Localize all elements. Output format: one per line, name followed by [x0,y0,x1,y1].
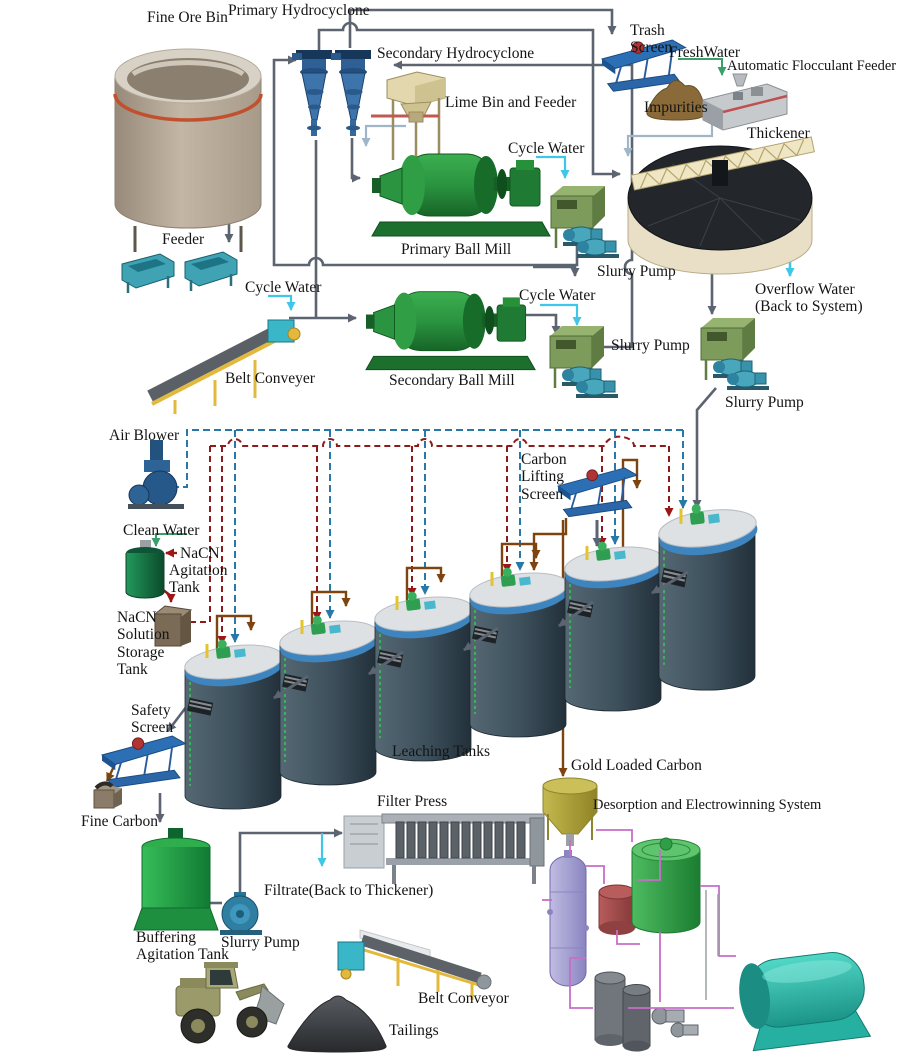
label-primary-ball-mill: Primary Ball Mill [401,241,512,258]
label-belt-conveyer: Belt Conveyer [225,370,315,387]
thickener [627,136,815,275]
desorption-electrowinning-system [542,777,872,1052]
nacn-solution-storage-tank [153,605,193,647]
label-fine-ore-bin: Fine Ore Bin [147,9,228,26]
lime-bin-and-feeder [371,71,446,162]
label-buffering-agitation-tank: Buffering Agitation Tank [136,929,229,964]
label-feeder: Feeder [162,231,205,248]
fine-ore-bin [113,48,263,252]
label-trash-screen: Trash Screen [630,22,673,57]
air-blower [128,440,184,509]
belt-conveyor-bottom [337,929,492,1000]
fine-carbon-box [93,781,122,809]
nacn-agitation-tank [125,540,165,599]
label-tailings: Tailings [389,1022,439,1039]
label-slurry-pump-thickener: Slurry Pump [725,394,804,411]
reagent-water-lines [151,58,795,867]
impurities-pile [646,80,706,121]
label-agitation-tank: Agitation Tank [169,562,228,597]
label-clean-water: Clean Water [123,522,200,539]
label-slurry-pump-mid: Slurry Pump [611,337,690,354]
label-automatic-flocculant-feeder: Automatic Flocculant Feeder [727,58,897,74]
acid-vessel [598,884,636,935]
label-cycle-water-top: Cycle Water [508,140,585,157]
label-fine-carbon: Fine Carbon [81,813,159,830]
label-gold-loaded-carbon: Gold Loaded Carbon [571,757,702,774]
label-desorption-system: Desorption and Electrowinning System [593,797,822,813]
belt-conveyer [147,319,301,414]
desorption-piping [542,829,736,1009]
label-cycle-water-mid: Cycle Water [519,287,596,304]
air-dashed-network [172,429,688,643]
desorption-column [547,850,589,987]
label-overflow-water: Overflow Water (Back to System) [755,281,863,316]
label-impurities: Impurities [644,99,708,116]
main-slurry-lines [155,8,717,905]
label-filtrate: Filtrate(Back to Thickener) [264,882,434,899]
label-nacn-solution-storage-tank: NaCN Solution Storage Tank [117,609,170,679]
label-safety-screen: Safety Screen [131,702,174,737]
label-air-blower: Air Blower [109,427,180,444]
label-nacn: NaCN [180,545,220,562]
electrowinning-vessel [739,952,872,1052]
desorption-support-pipes [705,890,719,1000]
label-slurry-pump-bottom: Slurry Pump [221,934,300,951]
carbon-cylinders [594,971,651,1052]
tailings-pile [287,995,387,1053]
buffering-agitation-tank [133,828,219,931]
filter-press [343,813,545,884]
label-freshwater: FreshWater [669,44,741,61]
label-secondary-ball-mill: Secondary Ball Mill [389,372,515,389]
tank-cascade-arrows [273,520,689,700]
automatic-flocculant-feeder [702,73,788,131]
slurry-pump-bottom [220,892,262,935]
label-thickener: Thickener [747,125,810,142]
label-primary-hydrocyclone: Primary Hydrocyclone [228,2,370,19]
label-cycle-water-left: Cycle Water [245,279,322,296]
label-carbon-lifting-screen: Carbon Lifting Screen [521,451,567,503]
label-belt-conveyor-bottom: Belt Conveyor [418,990,509,1007]
wheel-loader [175,962,285,1044]
desorption-green-tank [631,837,701,934]
label-filter-press: Filter Press [377,793,448,810]
label-secondary-hydrocyclone: Secondary Hydrocyclone [377,45,535,62]
label-lime-bin-and-feeder: Lime Bin and Feeder [445,94,577,111]
label-leaching-tanks: Leaching Tanks [392,743,491,760]
label-slurry-pump-top: Slurry Pump [597,263,676,280]
gold-carbon-hopper [542,777,598,846]
